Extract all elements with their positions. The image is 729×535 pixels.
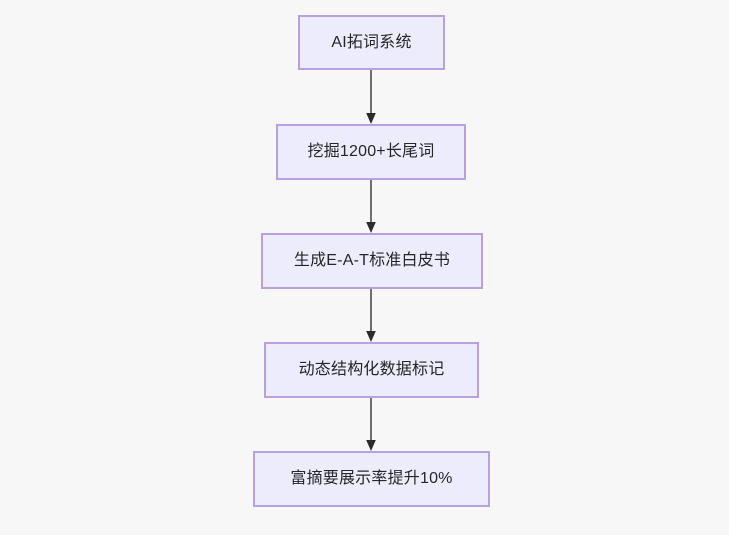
flow-node-label: AI拓词系统 bbox=[331, 33, 412, 51]
connector-arrow-4 bbox=[361, 398, 381, 451]
connector-arrow-3 bbox=[361, 289, 381, 342]
flow-node-label: 挖掘1200+长尾词 bbox=[307, 143, 435, 161]
flow-node-dynamic-structured-data-markup[interactable]: 动态结构化数据标记 bbox=[264, 342, 479, 398]
flow-node-label: 富摘要展示率提升10% bbox=[290, 470, 453, 488]
connector-arrow-2 bbox=[361, 180, 381, 233]
flow-node-label: 动态结构化数据标记 bbox=[298, 361, 445, 379]
flow-node-mine-longtail-keywords[interactable]: 挖掘1200+长尾词 bbox=[276, 124, 466, 180]
flow-node-rich-snippet-impression-lift[interactable]: 富摘要展示率提升10% bbox=[253, 451, 490, 507]
flow-node-generate-eat-whitepaper[interactable]: 生成E-A-T标准白皮书 bbox=[261, 233, 483, 289]
flow-node-label: 生成E-A-T标准白皮书 bbox=[293, 252, 451, 270]
flow-node-ai-keyword-system[interactable]: AI拓词系统 bbox=[298, 15, 445, 70]
connector-arrow-1 bbox=[361, 70, 381, 124]
